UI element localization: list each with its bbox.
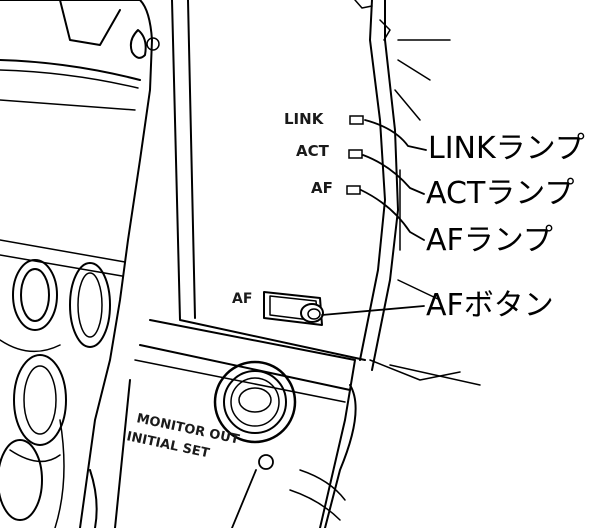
- af-button-panel-label: AF: [232, 291, 252, 307]
- af-lamp-callout: AFランプ: [426, 223, 553, 258]
- initial-set-hole[interactable]: [258, 454, 274, 470]
- lower-bezel: [89, 319, 357, 528]
- af-lamp: [346, 185, 361, 195]
- side-panel: [171, 0, 481, 386]
- camera-housing-left: [0, 0, 160, 528]
- af-button-callout: AFボタン: [426, 288, 554, 323]
- lens-rings-lower-left: [0, 259, 111, 528]
- act-panel-label: ACT: [296, 142, 330, 160]
- lamp-group: LINK ACT AF: [284, 110, 364, 197]
- link-panel-label: LINK: [284, 110, 325, 128]
- link-lamp-callout: LINKランプ: [428, 131, 585, 166]
- callout-leaders: [321, 119, 427, 316]
- callout-labels: LINKランプ ACTランプ AFランプ AFボタン: [426, 131, 585, 323]
- act-lamp: [348, 149, 363, 159]
- act-lamp-callout: ACTランプ: [426, 176, 574, 211]
- af-button-group: AF: [232, 291, 324, 326]
- af-panel-label: AF: [311, 179, 333, 197]
- monitor-out-connector: [213, 360, 297, 444]
- link-lamp: [349, 115, 364, 125]
- monitor-out-group: MONITOR OUT INITIAL SET: [125, 411, 274, 528]
